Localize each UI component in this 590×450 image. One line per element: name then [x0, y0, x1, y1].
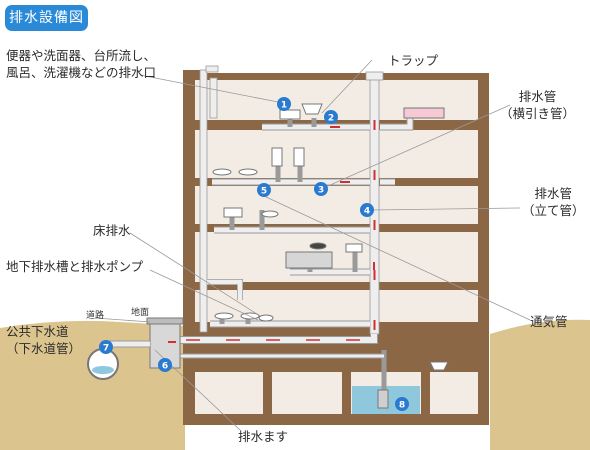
svg-text:4: 4 [364, 207, 370, 217]
label-drain-basin: 排水ます [238, 429, 289, 444]
label-basement-tank-pump: 地下排水槽と排水ポンプ [6, 259, 144, 274]
marker-4: 4 [360, 203, 374, 217]
label-vertical-pipe: 排水管 （立て管） [522, 186, 585, 218]
callout-lines [94, 59, 531, 431]
label-road: 道路 [86, 311, 105, 321]
label-trap: トラップ [388, 53, 439, 68]
ground-earth [0, 320, 185, 450]
marker-2: 2 [324, 110, 338, 124]
label-floor-drain: 床排水 [93, 223, 131, 238]
label-public-sewer: 公共下水道 （下水道管） [6, 324, 82, 356]
outgoing-sewer-pipe [170, 334, 387, 392]
svg-text:2: 2 [328, 114, 334, 124]
vent-pipe [199, 65, 243, 333]
label-ground: 地面 [131, 308, 150, 318]
svg-text:3: 3 [318, 186, 324, 196]
svg-text:7: 7 [103, 344, 109, 354]
flow-marks [168, 126, 375, 343]
rooftop-parapet [183, 70, 205, 78]
marker-1: 1 [277, 97, 291, 111]
marker-6: 6 [158, 358, 172, 372]
diagram-title: 排水設備図 [5, 5, 88, 31]
svg-text:5: 5 [261, 187, 267, 197]
drain-basin [108, 317, 184, 369]
public-sewer-pipe [87, 348, 119, 380]
svg-text:6: 6 [162, 362, 168, 372]
label-horizontal-pipe: 排水管 （横引き管） [500, 89, 576, 121]
svg-text:8: 8 [399, 401, 405, 411]
marker-3: 3 [314, 182, 328, 196]
marker-8: 8 [395, 397, 409, 411]
horizontal-branches [210, 118, 414, 328]
fixtures [212, 103, 449, 409]
label-drain-outlets: 便器や洗面器、台所流し、 風呂、洗濯機などの排水口 [6, 48, 157, 80]
marker-7: 7 [99, 340, 113, 354]
basement-rooms [195, 372, 478, 414]
svg-text:1: 1 [281, 101, 287, 111]
ground-earth-right [490, 319, 590, 450]
marker-5: 5 [257, 183, 271, 197]
label-vent-pipe: 通気管 [530, 314, 568, 329]
